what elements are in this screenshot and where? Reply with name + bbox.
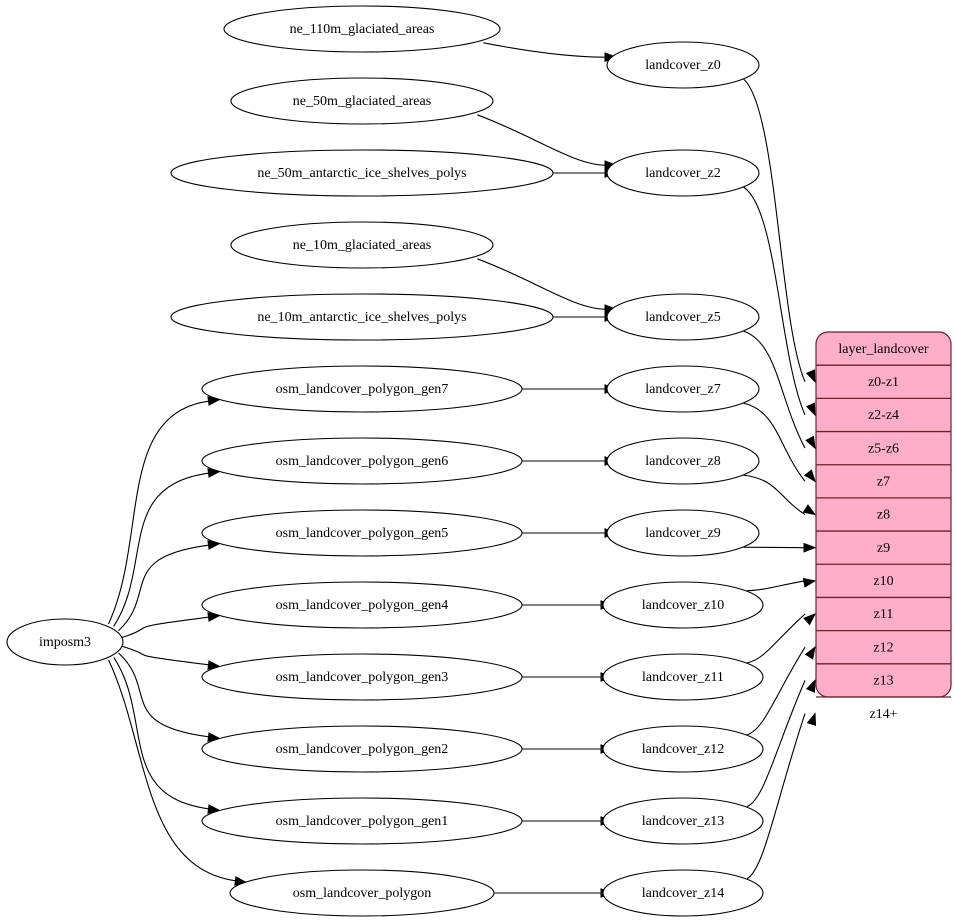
record-row-z8[interactable]: z8 — [877, 508, 890, 523]
node-ne_10m_glaciated_areas[interactable]: ne_10m_glaciated_areas — [230, 221, 494, 269]
edge-osm_landcover_polygon_gen4-to-landcover_z10 — [522, 600, 614, 610]
edge-landcover_z8-to-z8 — [743, 474, 817, 516]
node-landcover_z12[interactable]: landcover_z12 — [602, 725, 764, 773]
table-node-label: osm_landcover_polygon_gen3 — [276, 670, 449, 685]
edge-landcover_z12-to-z12 — [746, 646, 816, 736]
edge-landcover_z0-to-z0-z1 — [743, 78, 816, 384]
node-osm_landcover_polygon_gen4[interactable]: osm_landcover_polygon_gen4 — [201, 581, 523, 629]
edge-landcover_z5-to-z5-z6 — [743, 330, 816, 450]
edge-osm_landcover_polygon_gen7-to-landcover_z7 — [522, 384, 618, 394]
node-landcover_z11[interactable]: landcover_z11 — [602, 653, 764, 701]
view-node-label: landcover_z12 — [642, 742, 724, 757]
edge-ne_110m_glaciated_areas-to-landcover_z0 — [483, 42, 618, 63]
record-node-layer: layer_landcover z0-z1 z2-z4 z5-z6 z7 z8 z9 z10 z… — [815, 331, 952, 722]
table-node-label: osm_landcover_polygon_gen1 — [276, 814, 449, 829]
node-landcover_z9[interactable]: landcover_z9 — [606, 509, 760, 557]
node-osm_landcover_polygon_gen1[interactable]: osm_landcover_polygon_gen1 — [201, 797, 523, 845]
edge-imposm3-to-osm_landcover_polygon_gen7 — [107, 396, 221, 625]
table-node-label: ne_10m_antarctic_ice_shelves_polys — [257, 310, 466, 325]
node-landcover_z13[interactable]: landcover_z13 — [602, 797, 764, 845]
table-node-label: ne_50m_antarctic_ice_shelves_polys — [257, 166, 466, 181]
edge-landcover_z10-to-z10 — [746, 578, 817, 592]
record-row-z13[interactable]: z13 — [873, 674, 893, 689]
edge-osm_landcover_polygon-to-landcover_z14 — [493, 888, 614, 898]
table-node-label: osm_landcover_polygon — [293, 886, 431, 901]
record-row-z2-z4[interactable]: z2-z4 — [868, 408, 899, 423]
node-osm_landcover_polygon_gen6[interactable]: osm_landcover_polygon_gen6 — [201, 437, 523, 485]
view-node-label: landcover_z0 — [645, 58, 720, 73]
record-row-z9[interactable]: z9 — [877, 541, 890, 556]
table-node-label: osm_landcover_polygon_gen6 — [276, 454, 449, 469]
record-row-z5-z6[interactable]: z5-z6 — [868, 441, 899, 456]
view-node-label: landcover_z11 — [642, 670, 724, 685]
node-ne_50m_antarctic_ice_shelves_polys[interactable]: ne_50m_antarctic_ice_shelves_polys — [170, 149, 554, 197]
table-node-label: osm_landcover_polygon_gen4 — [276, 598, 449, 613]
view-node-label: landcover_z8 — [645, 454, 720, 469]
record-header-label: layer_landcover — [838, 342, 929, 357]
view-node-label: landcover_z9 — [645, 526, 720, 541]
table-node-label: ne_10m_glaciated_areas — [293, 238, 431, 253]
view-node-label: landcover_z14 — [642, 886, 724, 901]
node-osm_landcover_polygon_gen2[interactable]: osm_landcover_polygon_gen2 — [201, 725, 523, 773]
edge-osm_landcover_polygon_gen5-to-landcover_z9 — [522, 528, 618, 538]
node-osm_landcover_polygon_gen5[interactable]: osm_landcover_polygon_gen5 — [201, 509, 523, 557]
node-ne_10m_antarctic_ice_shelves_polys[interactable]: ne_10m_antarctic_ice_shelves_polys — [170, 293, 554, 341]
view-node-label: landcover_z5 — [645, 310, 720, 325]
record-row-z10[interactable]: z10 — [873, 574, 893, 589]
node-landcover_z0[interactable]: landcover_z0 — [606, 41, 760, 89]
node-landcover_z14[interactable]: landcover_z14 — [602, 869, 764, 917]
record-row-z12[interactable]: z12 — [873, 640, 893, 655]
edge-landcover_z7-to-z7 — [743, 402, 816, 483]
node-landcover_z10[interactable]: landcover_z10 — [602, 581, 764, 629]
node-osm_landcover_polygon[interactable]: osm_landcover_polygon — [229, 869, 495, 917]
table-node-label: ne_50m_glaciated_areas — [293, 94, 431, 109]
view-node-label: landcover_z13 — [642, 814, 724, 829]
edge-osm_landcover_polygon_gen6-to-landcover_z8 — [522, 456, 618, 466]
record-node-layer-landcover[interactable]: layer_landcover z0-z1 z2-z4 z5-z6 z7 z8 z9 z10 z… — [815, 331, 952, 722]
view-node-label: landcover_z7 — [645, 382, 720, 397]
edge-imposm3-to-osm_landcover_polygon_gen2 — [118, 652, 221, 742]
table-node-label: osm_landcover_polygon_gen7 — [276, 382, 449, 397]
edge-imposm3-to-osm_landcover_polygon_gen3 — [121, 645, 221, 670]
edge-landcover_z2-to-z2-z4 — [743, 186, 816, 417]
edge-osm_landcover_polygon_gen2-to-landcover_z12 — [521, 744, 614, 754]
nodes-layer: imposm3 ne_110m_glaciated_areas ne_50m_gla… — [6, 5, 764, 917]
node-ne_50m_glaciated_areas[interactable]: ne_50m_glaciated_areas — [230, 77, 494, 125]
edge-landcover_z13-to-z13 — [746, 679, 816, 808]
node-landcover_z8[interactable]: landcover_z8 — [606, 437, 760, 485]
edge-osm_landcover_polygon_gen1-to-landcover_z13 — [522, 816, 614, 826]
node-landcover_z2[interactable]: landcover_z2 — [606, 149, 760, 197]
source-node-label: imposm3 — [39, 635, 91, 650]
edge-landcover_z9-to-z9 — [743, 542, 817, 553]
edge-osm_landcover_polygon_gen3-to-landcover_z11 — [522, 672, 614, 682]
record-row-z14+[interactable]: z14+ — [869, 707, 897, 722]
node-landcover_z5[interactable]: landcover_z5 — [606, 293, 760, 341]
table-node-label: ne_110m_glaciated_areas — [290, 22, 435, 37]
record-row-z7[interactable]: z7 — [877, 475, 890, 490]
node-osm_landcover_polygon_gen3[interactable]: osm_landcover_polygon_gen3 — [201, 653, 523, 701]
record-row-z0-z1[interactable]: z0-z1 — [868, 375, 899, 390]
table-node-label: osm_landcover_polygon_gen5 — [276, 526, 449, 541]
table-node-label: osm_landcover_polygon_gen2 — [276, 742, 449, 757]
edge-landcover_z11-to-z11 — [746, 613, 817, 664]
edge-imposm3-to-osm_landcover_polygon_gen4 — [121, 612, 221, 639]
node-landcover_z7[interactable]: landcover_z7 — [606, 365, 760, 413]
node-imposm3[interactable]: imposm3 — [6, 618, 124, 666]
edge-landcover_z14-to-z14+ — [746, 712, 817, 880]
record-row-z11[interactable]: z11 — [874, 607, 894, 622]
view-node-label: landcover_z2 — [645, 166, 720, 181]
node-ne_110m_glaciated_areas[interactable]: ne_110m_glaciated_areas — [223, 5, 501, 53]
view-node-label: landcover_z10 — [642, 598, 724, 613]
node-osm_landcover_polygon_gen7[interactable]: osm_landcover_polygon_gen7 — [201, 365, 523, 413]
